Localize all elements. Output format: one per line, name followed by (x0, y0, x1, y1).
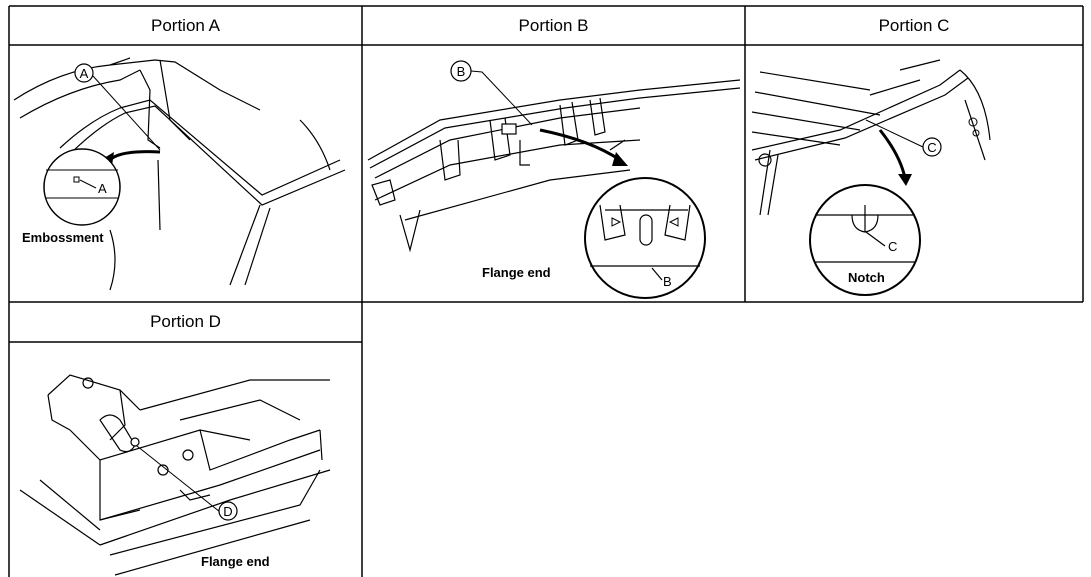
portion-a-callout: A (80, 66, 89, 81)
portion-c-caption: Notch (848, 270, 885, 285)
portion-b-title: Portion B (518, 15, 589, 35)
portion-d-title: Portion D (150, 312, 221, 331)
portion-a-caption: Embossment (22, 230, 104, 245)
portion-c-title: Portion C (878, 15, 950, 35)
portion-a-title: Portion A (151, 15, 220, 35)
portion-c-detail-letter: C (888, 239, 897, 254)
portion-b-detail-letter: B (663, 274, 672, 289)
portion-c-callout: C (927, 140, 936, 155)
portion-b-caption: Flange end (482, 265, 551, 280)
portion-d-caption: Flange end (201, 554, 270, 569)
portion-d-callout: D (223, 504, 232, 519)
portion-b-callout: B (457, 64, 466, 79)
portion-a-detail-letter: A (98, 181, 107, 196)
